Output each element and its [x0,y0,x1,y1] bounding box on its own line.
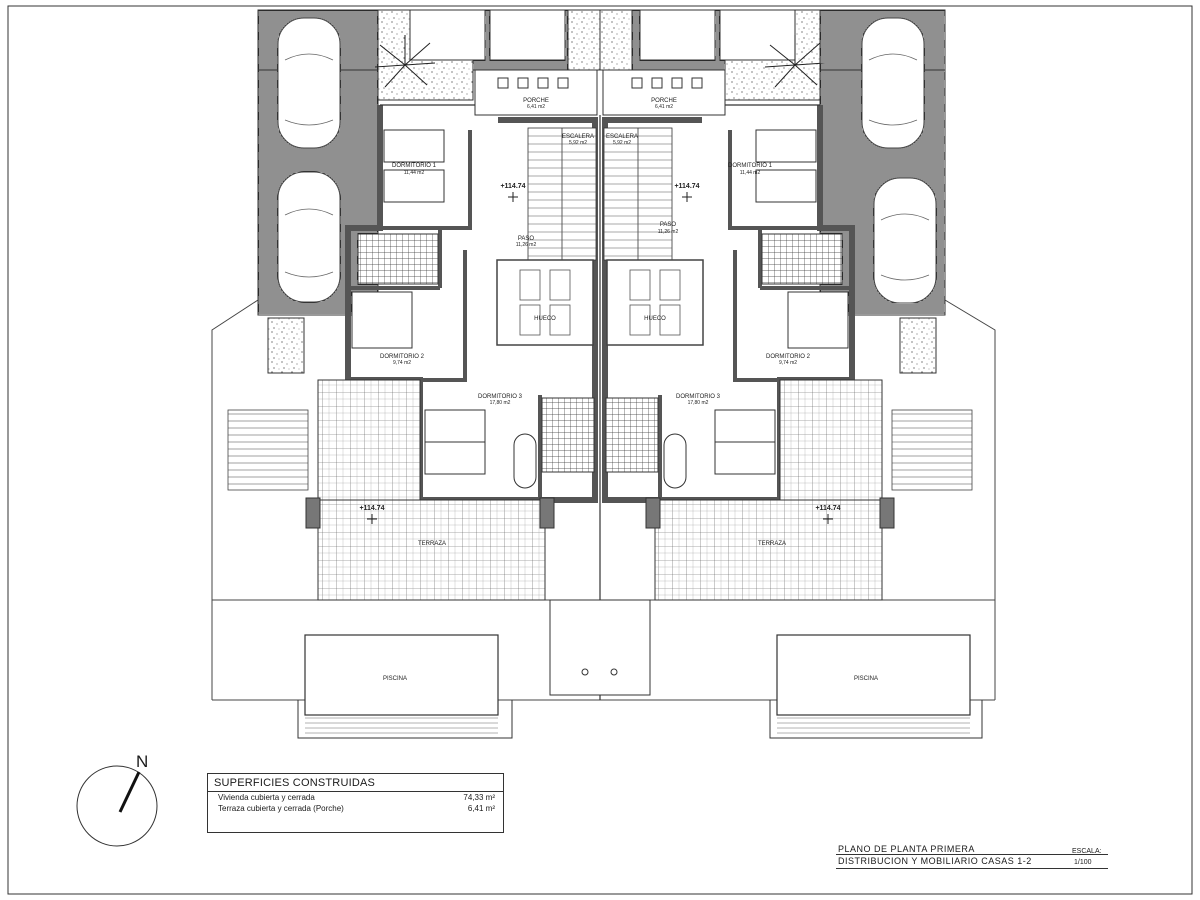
hueco-label-1: HUECO [534,316,556,322]
dormitorio-1-label-1: DORMITORIO 1 [392,163,437,169]
dormitorio-2-label-1: DORMITORIO 2 [380,354,425,360]
porche-label-2: PORCHE [651,98,677,104]
north-circle-icon [76,765,158,847]
porche-area-2: 6,41 m2 [655,104,673,110]
level-mark-4: +114.74 [815,505,840,512]
paso-label-2: PASO [660,222,677,228]
surfaces-row: Vivienda cubierta y cerrada 74,33 m² [208,792,503,803]
dormitorio-2-area-1: 9,74 m2 [393,360,411,366]
escalera-label-1: ESCALERA [562,134,594,140]
title-block: PLANO DE PLANTA PRIMERA DISTRIBUCION Y M… [832,838,1116,880]
porche-area-1: 6,41 m2 [527,104,545,110]
title-line-1: PLANO DE PLANTA PRIMERA [838,844,975,854]
north-arrow-icon [118,771,141,813]
level-cross-icons [367,192,833,524]
dormitorio-3-label-2: DORMITORIO 3 [676,394,721,400]
escalera-label-2: ESCALERA [606,134,638,140]
surfaces-row: Terraza cubierta y cerrada (Porche) 6,41… [208,803,503,814]
dormitorio-3-label-1: DORMITORIO 3 [478,394,523,400]
paso-area-2: 11,26 m2 [658,229,679,235]
north-letter: N [136,752,149,771]
level-mark-2: +114.74 [674,183,699,190]
hueco-label-2: HUECO [644,316,666,322]
dormitorio-3-area-1: 17,80 m2 [490,400,511,406]
escalera-area-1: 5,92 m2 [569,140,587,146]
surfaces-title: SUPERFICIES CONSTRUIDAS [208,774,503,792]
level-mark-1: +114.74 [500,183,525,190]
surfaces-row-value: 6,41 m² [467,804,495,813]
piscina-label-1: PISCINA [383,676,407,682]
dormitorio-2-area-2: 9,74 m2 [779,360,797,366]
paso-area-1: 11,26 m2 [516,242,537,248]
terraza-label-1: TERRAZA [418,541,446,547]
title-line-2: DISTRIBUCION Y MOBILIARIO CASAS 1-2 [838,856,1032,866]
escalera-area-2: 5,92 m2 [613,140,631,146]
surfaces-row-label: Terraza cubierta y cerrada (Porche) [218,804,344,813]
porche-label-1: PORCHE [523,98,549,104]
dormitorio-1-label-2: DORMITORIO 1 [728,163,773,169]
scale-value: 1/100 [1074,859,1092,866]
level-mark-3: +114.74 [359,505,384,512]
title-divider [836,868,1108,869]
surfaces-row-value: 74,33 m² [463,793,495,802]
scale-label: ESCALA: [1072,848,1102,855]
surfaces-table: SUPERFICIES CONSTRUIDAS Vivienda cubiert… [207,773,504,833]
dormitorio-3-area-2: 17,80 m2 [688,400,709,406]
surfaces-row-label: Vivienda cubierta y cerrada [218,793,315,802]
paso-label-1: PASO [518,236,535,242]
dormitorio-1-area-2: 11,44 m2 [740,170,761,176]
dormitorio-1-area-1: 11,44 m2 [404,170,425,176]
terraza-label-2: TERRAZA [758,541,786,547]
piscina-label-2: PISCINA [854,676,878,682]
dormitorio-2-label-2: DORMITORIO 2 [766,354,811,360]
title-divider [836,854,1108,855]
